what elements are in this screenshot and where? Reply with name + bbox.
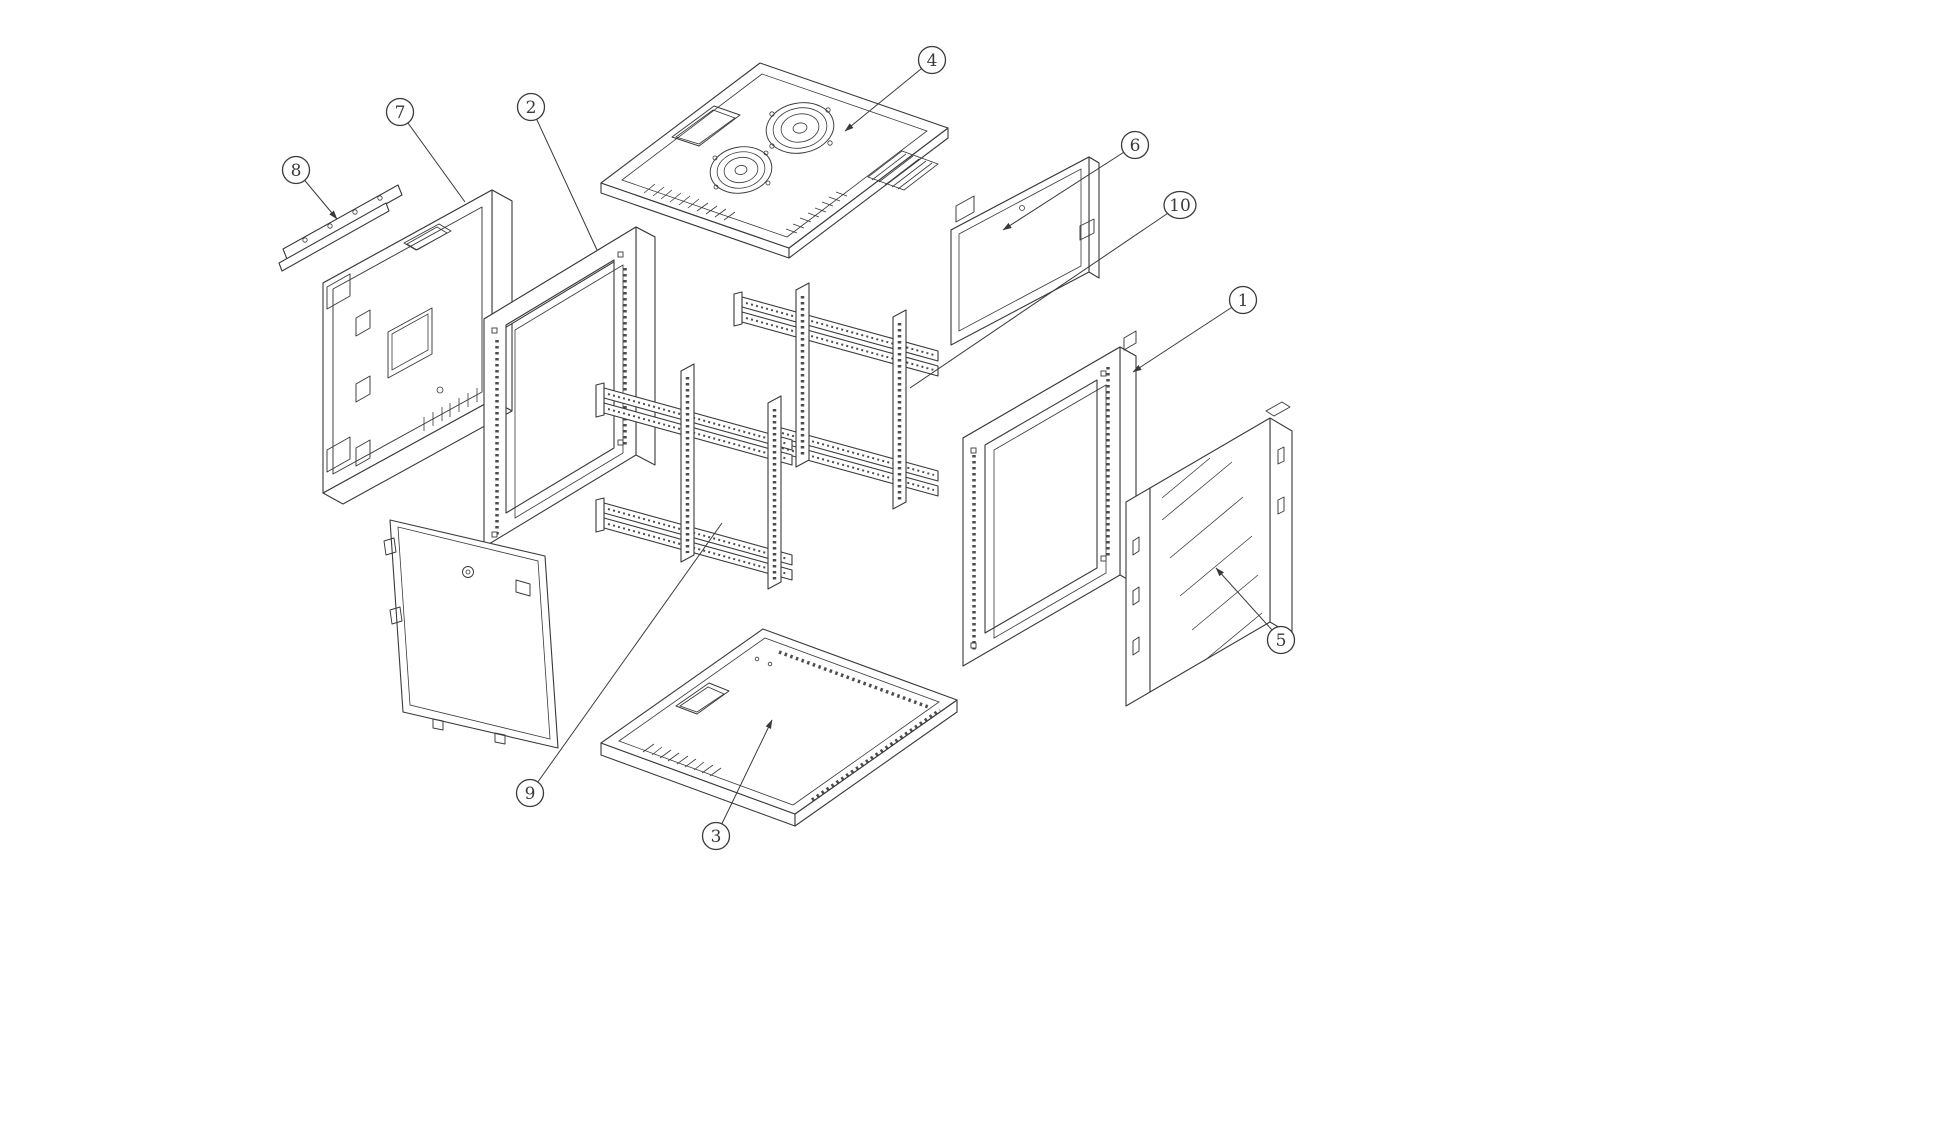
callout-leader-line: [1002, 144, 1136, 231]
callout-circle: [1120, 130, 1150, 160]
callout-leader-line: [399, 111, 466, 203]
mount-clip: [1079, 218, 1095, 241]
callout-number: 8: [291, 161, 302, 181]
top-cable-cutout: [403, 223, 452, 251]
hinge-slots: [1132, 536, 1140, 656]
callout-circle: [1163, 190, 1197, 220]
glass-hatch: [1161, 457, 1263, 662]
callout-6: 6: [1002, 130, 1150, 231]
lock-hole: [436, 386, 444, 394]
callout-number: 4: [927, 51, 938, 71]
callout-leader-line: [715, 719, 773, 837]
bracket-holes: [302, 195, 383, 243]
callout-number: 5: [1276, 631, 1287, 651]
vent-slats: [785, 191, 848, 234]
hinge-blocks: [355, 309, 371, 467]
part-top-panel-fans: [600, 62, 949, 259]
part-frame-right: [962, 330, 1137, 667]
flange-slots: [1277, 446, 1285, 515]
cable-entry-cutout: [671, 105, 741, 147]
callout-number: 6: [1130, 136, 1141, 156]
part-mounting-rails-upper: [733, 282, 939, 510]
callout-number: 9: [525, 784, 536, 804]
part-rear-panel: [950, 156, 1100, 346]
hinge-tab: [1265, 401, 1291, 417]
callout-3: 3: [701, 719, 773, 851]
callout-leader-line: [909, 204, 1181, 389]
part-glass-door: [1125, 401, 1293, 707]
callout-circle: [385, 97, 415, 127]
callout-leader-line: [1215, 567, 1282, 641]
vent-slats: [642, 743, 722, 777]
fan-bolts: [769, 107, 833, 149]
fan-grille-icon: [765, 102, 835, 154]
fan-bolts: [712, 150, 771, 190]
mount-clip: [955, 195, 975, 223]
hinge-tab: [389, 606, 403, 625]
lock-icon: [462, 566, 474, 578]
callout-circle: [1266, 625, 1296, 655]
callout-4: 4: [844, 45, 947, 132]
callout-number: 10: [1169, 196, 1191, 216]
callout-leader-line: [1132, 299, 1244, 373]
vent-grille-bottom-icon: [326, 436, 351, 473]
mount-clip: [1123, 330, 1137, 351]
cable-entry-cutout: [675, 682, 730, 715]
callout-circle: [516, 92, 546, 122]
part-wall-bracket: [278, 184, 403, 272]
part-bottom-panel: [600, 628, 958, 827]
mesh-vent-icon: [867, 150, 939, 191]
callout-circle: [515, 778, 545, 808]
part-side-door: [383, 519, 559, 749]
callout-circle: [281, 155, 311, 185]
callout-9: 9: [515, 522, 723, 808]
hinge-tab: [383, 537, 397, 556]
callout-leader-line: [844, 59, 933, 132]
slot-strip: [810, 708, 942, 802]
callout-number: 3: [711, 827, 722, 847]
callout-circle: [1228, 285, 1258, 315]
callout-leader-line: [530, 106, 598, 251]
callout-2: 2: [516, 92, 598, 251]
callout-7: 7: [385, 97, 466, 203]
fan-grille-icon: [709, 146, 773, 194]
callout-1: 1: [1132, 285, 1258, 373]
callout-circle: [917, 45, 947, 75]
callout-number: 2: [526, 98, 537, 118]
callout-layer: 1 2 3 4 5 6 7 8 9 10: [281, 45, 1296, 851]
callout-10: 10: [909, 190, 1197, 389]
callout-5: 5: [1215, 567, 1296, 655]
vertical-rail: [767, 395, 782, 590]
callout-number: 1: [1238, 291, 1249, 311]
side-window-cutout: [387, 307, 433, 379]
vent-slats: [643, 183, 736, 221]
callout-leader-line: [529, 522, 723, 794]
callout-number: 7: [395, 103, 406, 123]
part-mounting-rails-lower: [595, 363, 793, 590]
latch-clip: [515, 579, 531, 597]
callout-8: 8: [281, 155, 338, 220]
callout-circle: [701, 821, 731, 851]
vent-grille-top-icon: [326, 273, 351, 310]
